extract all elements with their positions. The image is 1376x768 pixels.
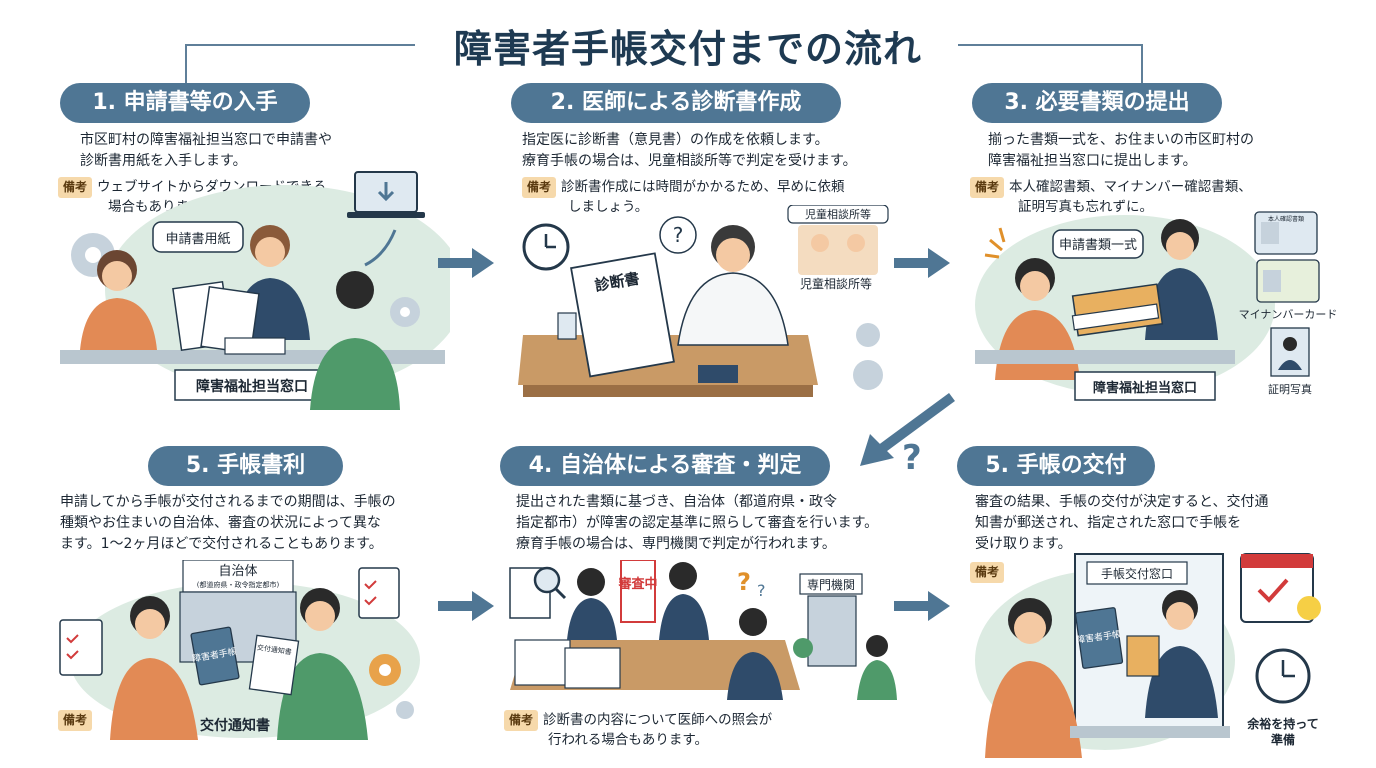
person-visitor — [310, 271, 400, 410]
clock-icon — [522, 223, 570, 271]
clock-icon — [1255, 648, 1311, 704]
question-icon: ? — [659, 216, 697, 254]
floating-question-mark: ? — [902, 438, 922, 478]
person-staff — [1145, 590, 1218, 718]
step-1-illustration: 申請書用紙 障害福祉担当窓口 — [60, 171, 450, 410]
mynumber-card-label: マイナンバーカード — [1239, 308, 1338, 321]
step-5a-illustration: 自治体 (都道府県・政令指定都市) 障害者手帳 交付通知書 交付通知書 — [59, 560, 420, 740]
document-stack — [1071, 283, 1164, 337]
svg-text:?: ? — [757, 581, 766, 600]
specialist-building: 専門機関 — [799, 573, 863, 667]
gear-icon — [853, 323, 883, 390]
svg-text:(都道府県・政令指定都市): (都道府県・政令指定都市) — [197, 580, 280, 589]
note-badge: 備考 — [522, 177, 557, 198]
issuance-notice-caption: 交付通知書 — [200, 717, 270, 734]
gear-icon — [369, 654, 401, 686]
note-badge: 備考 — [970, 177, 1005, 198]
diagnosis-document: 診断書 — [570, 252, 675, 378]
person-doctor — [677, 225, 789, 346]
gear-icon — [396, 701, 414, 719]
step-5b-description: 審査の結果、手帳の交付が決定すると、交付通知書が郵送され、指定された窓口で手帳を… — [975, 494, 1269, 552]
svg-text:手帳交付窓口: 手帳交付窓口 — [1101, 566, 1173, 581]
step-2-description: 指定医に診断書（意見書）の作成を依頼します。療育手帳の場合は、児童相談所等で判定… — [522, 132, 857, 169]
flow-arrow-3-to-4 — [860, 392, 955, 466]
page-title: 障害者手帳交付までの流れ — [453, 27, 922, 71]
magnifier-icon — [509, 566, 567, 619]
clock-caption-line-1: 余裕を持って — [1246, 716, 1318, 731]
svg-text:自治体: 自治体 — [218, 564, 257, 579]
step-4-label: 4. 自治体による審査・判定 — [500, 446, 830, 486]
flow-arrow-5a-to-4 — [438, 591, 494, 621]
step-5a-description: 申請してから手帳が交付されるまでの期間は、手帳の種類やお住まいの自治体、審査の状… — [60, 494, 396, 552]
flow-arrow-4-to-5b — [894, 591, 950, 621]
clock-caption-line-2: 準備 — [1271, 732, 1295, 747]
person-reviewer-2 — [659, 562, 709, 640]
consult-center-caption: 児童相談所等 — [800, 276, 872, 291]
svg-text:本人確認書類: 本人確認書類 — [1268, 215, 1304, 223]
disability-handbook: 障害者手帳 — [190, 626, 240, 686]
note-badge: 備考 — [58, 177, 93, 198]
counter-sign: 障害福祉担当窓口 — [1093, 380, 1197, 396]
svg-text:専門機関: 専門機関 — [807, 577, 855, 592]
bubble-label: 申請書用紙 — [165, 232, 230, 247]
svg-text:?: ? — [673, 223, 684, 247]
person-reviewer-1 — [567, 568, 617, 640]
step-4-illustration: 審査中 ?? 専門機関 — [509, 560, 897, 700]
step-3-description: 揃った書類一式を、お住まいの市区町村の障害福祉担当窓口に提出します。 — [988, 132, 1254, 169]
smile-icon — [1297, 596, 1321, 620]
step-5b-note: 備考 — [970, 562, 1009, 583]
consult-center-tag: 児童相談所等 — [805, 207, 871, 221]
person-applicant — [80, 250, 157, 350]
disability-handbook: 障害者手帳 — [1074, 607, 1124, 669]
title-rule-right — [958, 44, 1143, 46]
step-2-label: 2. 医師による診断書作成 — [511, 83, 841, 123]
step-3-note: 備考本人確認書類、マイナンバー確認書類、 証明写真も忘れずに。 — [970, 177, 1340, 217]
id-photo-label: 証明写真 — [1268, 382, 1312, 396]
flow-arrow-2-to-3 — [894, 248, 950, 278]
id-card: 本人確認書類 — [1254, 211, 1318, 255]
title-rule-left — [185, 44, 415, 46]
calendar-icon — [1240, 553, 1314, 623]
title-rule-right-tick — [1141, 44, 1143, 88]
note-badge: 備考 — [504, 710, 539, 731]
step-5a-label: 5. 手帳書利 — [148, 446, 343, 486]
counter-sign: 障害福祉担当窓口 — [196, 378, 308, 395]
clipboard-icon — [59, 619, 103, 676]
gear-icon — [390, 297, 420, 327]
note-badge: 備考 — [970, 562, 1005, 583]
step-3-label: 3. 必要書類の提出 — [972, 83, 1222, 123]
issuance-notice: 交付通知書 — [248, 634, 300, 696]
step-5b-illustration: 手帳交付窓口 障害者手帳 余裕を持って 準備 — [975, 553, 1321, 758]
question-icon: ?? — [737, 568, 766, 600]
paper-stack — [514, 639, 621, 689]
mynumber-card — [1256, 259, 1320, 303]
review-stamp: 審査中 — [617, 576, 657, 592]
step-2-illustration: ? 児童相談所等 児童相談所等 診断書 — [518, 205, 889, 397]
laptop-download-icon — [347, 171, 425, 267]
id-photo — [1270, 327, 1310, 377]
title-rule-left-tick — [185, 44, 187, 88]
step-1-description: 市区町村の障害福祉担当窓口で申請書や診断書用紙を入手します。 — [80, 132, 332, 169]
person-specialist — [857, 635, 897, 700]
step-4-description: 提出された書類に基づき、自治体（都道府県・政令指定都市）が障害の認定基準に照らし… — [516, 494, 879, 552]
bubble-label: 申請書類一式 — [1059, 238, 1137, 253]
step-4-note: 備考診断書の内容について医師への照会が 行われる場合もあります。 — [504, 710, 884, 750]
step-2-note: 備考診断書作成には時間がかかるため、早めに依頼 しましょう。 — [522, 177, 922, 217]
svg-text:?: ? — [737, 568, 751, 596]
step-3-illustration: 申請書類一式 障害福祉担当窓口 本人確認書類 マイナンバーカード 証明写真 — [975, 211, 1338, 401]
person-reviewer-3 — [727, 608, 783, 700]
person-staff — [1145, 219, 1218, 340]
person-citizen-2 — [277, 588, 368, 740]
step-1-label: 1. 申請書等の入手 — [60, 83, 310, 123]
municipal-building: 自治体 (都道府県・政令指定都市) — [179, 560, 297, 663]
flow-arrow-1-to-2 — [438, 248, 494, 278]
step-5a-note: 備考 — [58, 710, 97, 731]
clipboard-icon — [358, 567, 400, 619]
step-5b-label: 5. 手帳の交付 — [957, 446, 1155, 486]
person-citizen — [110, 596, 198, 740]
person-recipient — [985, 598, 1082, 758]
note-badge: 備考 — [58, 710, 93, 731]
